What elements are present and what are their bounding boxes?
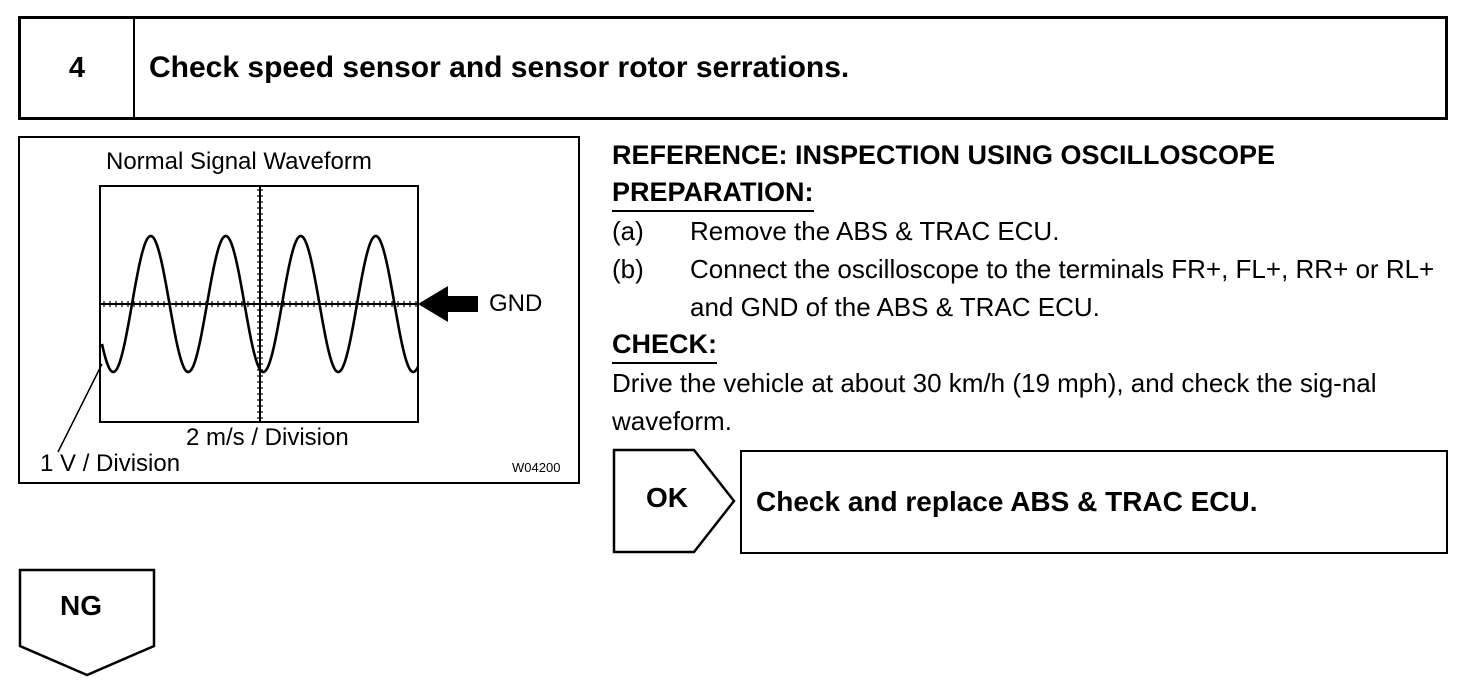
- ok-result-tag: OK: [612, 448, 738, 554]
- step-text: Remove the ABS & TRAC ECU.: [690, 216, 1060, 246]
- figure-title: Normal Signal Waveform: [106, 148, 372, 175]
- step-mark: (a): [612, 216, 644, 246]
- volt-division-label: 1 V / Division: [40, 450, 181, 477]
- waveform-diagram: [57, 185, 478, 453]
- reference-section: REFERENCE: INSPECTION USING OSCILLOSCOPE…: [612, 136, 1452, 440]
- ok-arrow-shape: [612, 448, 736, 554]
- preparation-step-a: (a) Remove the ABS & TRAC ECU.: [612, 212, 1452, 250]
- vertical-ticks: [257, 189, 263, 419]
- ng-arrow-shape: [18, 568, 156, 677]
- preparation-step-b: (b) Connect the oscilloscope to the term…: [612, 250, 1452, 326]
- time-division-label: 2 m/s / Division: [186, 424, 349, 451]
- gnd-arrow: [418, 286, 478, 322]
- reference-heading: REFERENCE: INSPECTION USING OSCILLOSCOPE: [612, 140, 1276, 170]
- ng-result-tag: NG: [18, 568, 156, 678]
- gnd-label: GND: [489, 290, 543, 317]
- step-number: 4: [21, 19, 135, 117]
- step-mark: (b): [612, 254, 644, 284]
- volt-division-leader: [57, 363, 103, 453]
- check-text: Drive the vehicle at about 30 km/h (19 m…: [612, 368, 1377, 436]
- signal-waveform: [100, 234, 420, 374]
- step-title: Check speed sensor and sensor rotor serr…: [149, 51, 850, 84]
- step-text: Connect the oscilloscope to the terminal…: [690, 254, 1435, 322]
- ng-label: NG: [60, 590, 102, 621]
- step-header: 4 Check speed sensor and sensor rotor se…: [18, 16, 1448, 120]
- ok-action-box: Check and replace ABS & TRAC ECU.: [740, 450, 1448, 554]
- ok-label: OK: [646, 482, 688, 513]
- preparation-label: PREPARATION:: [612, 174, 814, 212]
- figure-code: W04200: [512, 460, 561, 475]
- check-label: CHECK:: [612, 326, 717, 364]
- waveform-figure: Normal Signal Waveform GND 2 m/s / Divis…: [18, 136, 580, 484]
- ground-ticks: [103, 301, 417, 307]
